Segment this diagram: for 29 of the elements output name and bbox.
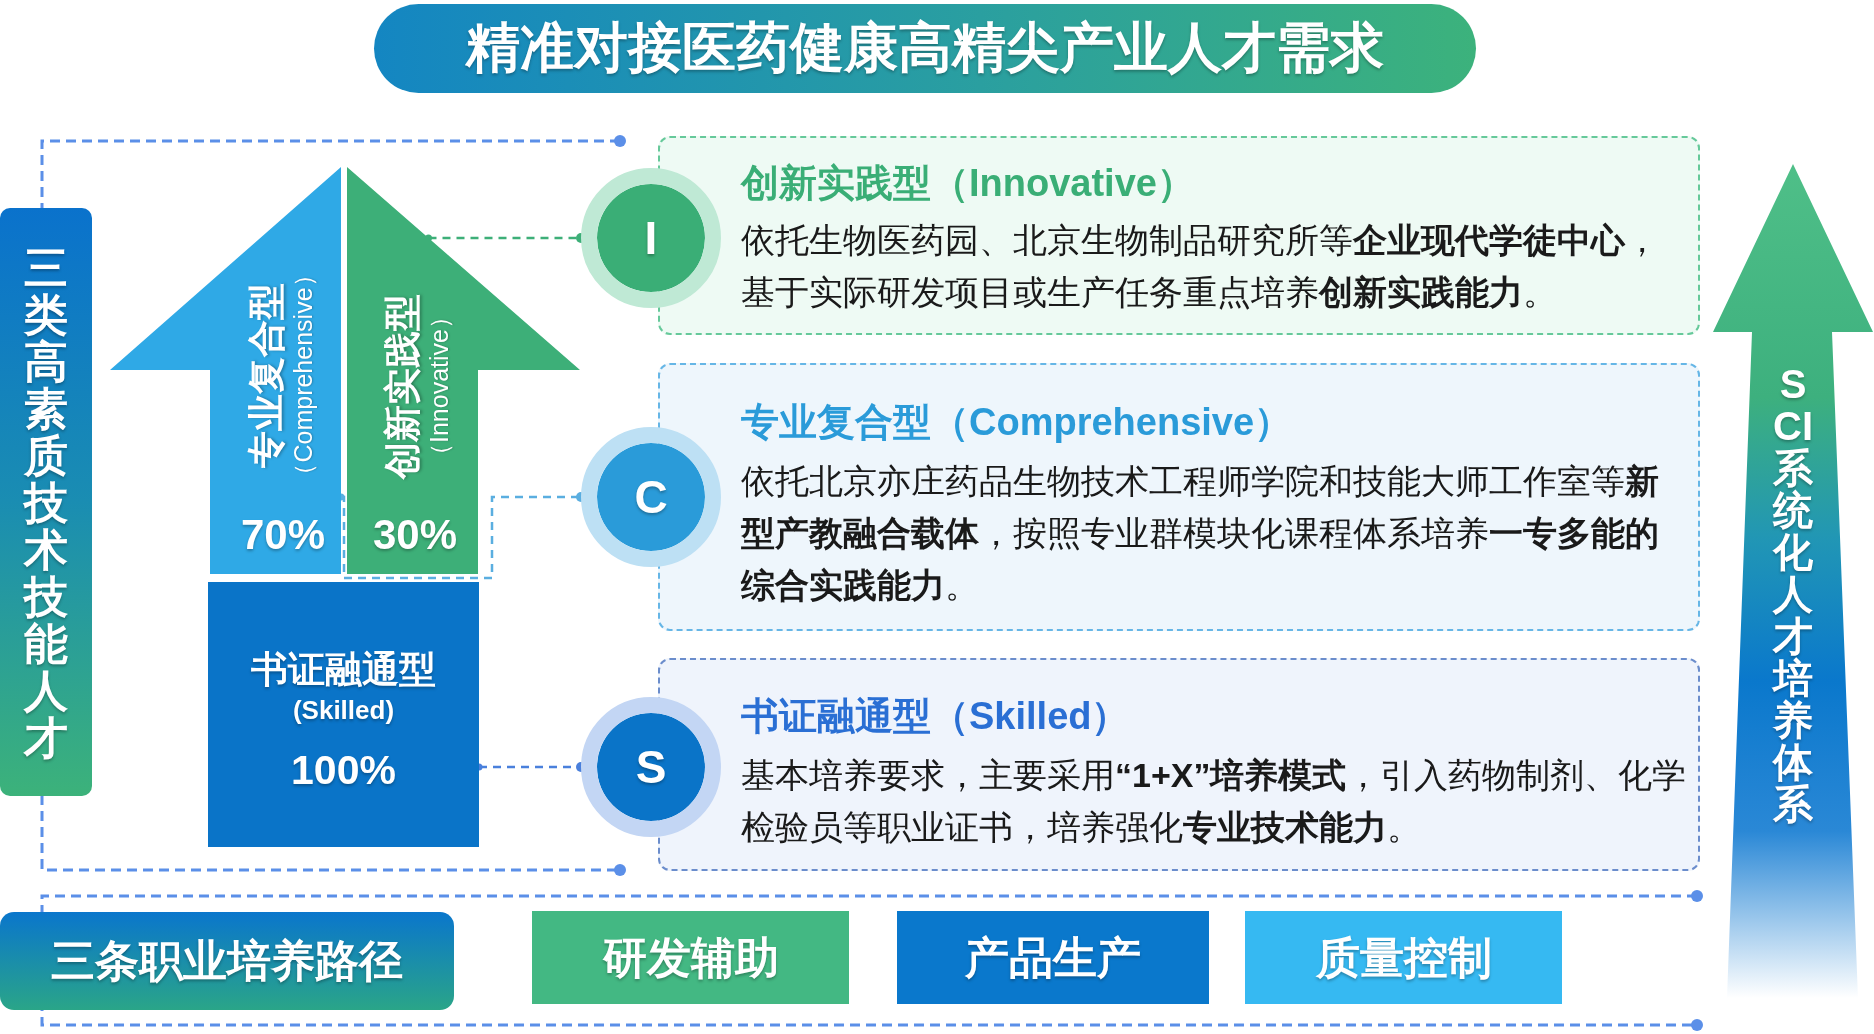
description-card <box>658 136 1700 335</box>
card-body: 依托北京亦庄药品生物技术工程师学院和技能大师工作室等新型产教融合载体，按照专业群模块化课程体系培养一专多能的综合实践能力。 <box>741 461 1660 606</box>
percentage: 70% <box>240 510 326 560</box>
letter-circle: C <box>581 427 721 567</box>
arrow-half <box>347 167 580 574</box>
percentage: 30% <box>372 510 458 560</box>
card-heading: 专业复合型（Comprehensive） <box>741 400 1293 445</box>
category-banner: 三类高素质技术技能人才 <box>0 208 92 796</box>
type-name: 创新实践型 <box>382 293 425 479</box>
card-body: 基本培养要求，主要采用“1+X”培养模式，引入药物制剂、化学检验员等职业证书，培养强化专业技术能力。 <box>741 755 1688 848</box>
card-heading: 创新实践型（Innovative） <box>741 161 1195 206</box>
letter-circle: S <box>581 697 721 837</box>
type-name: 专业复合型 <box>246 282 289 468</box>
path-tile: 研发辅助 <box>532 911 849 1004</box>
type-subtitle: (Skilled) <box>292 695 395 727</box>
card-body: 依托生物医药园、北京生物制品研究所等企业现代学徒中心，基于实际研发项目或生产任务重点培养创新实践能力。 <box>741 220 1660 313</box>
arrow-half <box>110 167 341 574</box>
type-subtitle: （Comprehensive） <box>288 262 318 488</box>
arrow-label: SCI系统化人才培养体系 <box>1771 363 1814 825</box>
path-tile: 质量控制 <box>1245 911 1562 1004</box>
percentage: 100% <box>291 746 396 796</box>
type-block <box>208 582 479 847</box>
path-banner: 三条职业培养路径 <box>0 912 454 1010</box>
card-heading: 书证融通型（Skilled） <box>741 694 1130 739</box>
type-subtitle: （Innovative） <box>424 304 454 468</box>
title-banner: 精准对接医药健康高精尖产业人才需求 <box>374 4 1476 93</box>
letter-circle: I <box>581 168 721 308</box>
path-tile: 产品生产 <box>897 911 1209 1004</box>
type-name: 书证融通型 <box>251 647 436 692</box>
